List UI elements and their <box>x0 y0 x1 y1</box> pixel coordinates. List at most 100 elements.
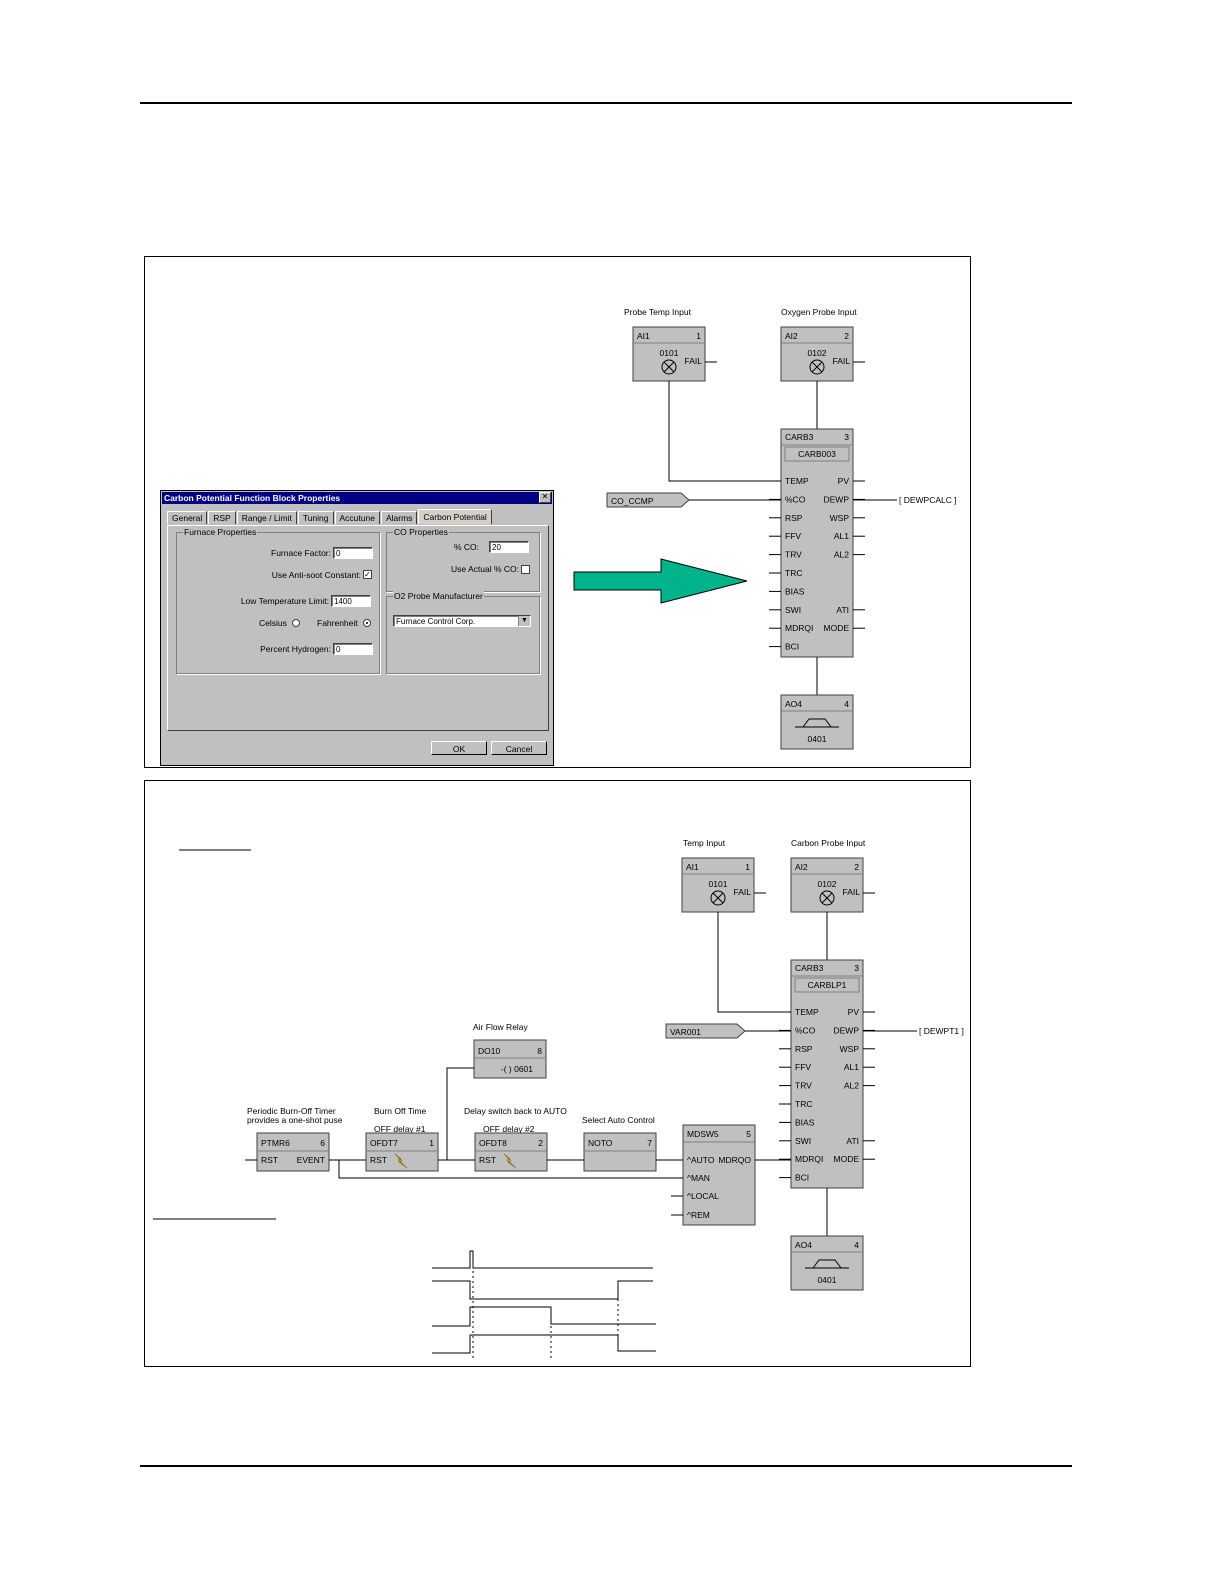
tab-range-limit[interactable]: Range / Limit <box>236 511 297 524</box>
close-icon[interactable]: ✕ <box>539 492 551 503</box>
cancel-button[interactable]: Cancel <box>491 741 547 755</box>
o2-probe-select[interactable]: Furnace Control Corp. ▼ <box>393 615 531 627</box>
carb-pin-label: FFV <box>785 531 801 541</box>
noto-block[interactable]: NOTO 7 <box>583 1132 657 1172</box>
mdsw5-out-mdrqo: MDRQO <box>718 1155 751 1165</box>
carb-pin-label: TEMP <box>785 476 809 486</box>
ai1-name: AI1 <box>686 862 699 872</box>
carb-name: CARB3 <box>785 432 814 442</box>
fahrenheit-radio[interactable] <box>363 619 371 627</box>
ai1-num: 1 <box>745 862 750 872</box>
ofdt7-pin-rst: RST <box>370 1155 387 1165</box>
carb-tag: CARB003 <box>798 449 836 459</box>
ai2-name: AI2 <box>785 331 798 341</box>
green-arrow-icon <box>573 558 748 604</box>
label-carbon-probe-input: Carbon Probe Input <box>791 838 866 848</box>
tab-carbon-potential[interactable]: Carbon Potential <box>418 509 492 524</box>
carb-pin-label: TRV <box>785 550 802 560</box>
use-actual-co-label: Use Actual % CO: <box>450 564 519 574</box>
ai2-block[interactable]: AI2 2 0102 FAIL <box>780 326 865 382</box>
input-tag-text: CO_CCMP <box>611 496 654 506</box>
ai2-block[interactable]: AI2 2 0102 FAIL <box>790 857 875 913</box>
ofdt8-name: OFDT8 <box>479 1138 507 1148</box>
carb-block[interactable]: CARB3 3 CARBLP1 TEMP%CORSPFFVTRVTRCBIASS… <box>779 959 875 1189</box>
furnace-group-label: Furnace Properties <box>183 527 258 537</box>
furnace-factor-label: Furnace Factor: <box>271 548 331 558</box>
percent-hydrogen-field[interactable]: 0 <box>333 643 373 655</box>
label-air-flow-relay: Air Flow Relay <box>473 1022 529 1032</box>
label-temp-input: Temp Input <box>683 838 726 848</box>
carb-pin-label: %CO <box>795 1025 816 1035</box>
carb-pin-label: PV <box>848 1007 860 1017</box>
tab-accutune[interactable]: Accutune <box>334 511 380 524</box>
input-tag-var001[interactable]: VAR001 <box>665 1023 746 1039</box>
carb-pin-label: AL2 <box>844 1081 859 1091</box>
do10-block[interactable]: DO10 8 -( ) 0601 <box>473 1039 547 1079</box>
carb-pin-label: SWI <box>785 605 801 615</box>
ofdt8-block[interactable]: OFDT8 2 RST <box>474 1132 548 1172</box>
figure-2-panel: Temp Input Carbon Probe Input Air Flow R… <box>144 780 971 1367</box>
carb-pin-label: TRC <box>795 1099 812 1109</box>
ok-button[interactable]: OK <box>431 741 487 755</box>
chevron-down-icon[interactable]: ▼ <box>518 616 530 626</box>
header-rule <box>140 102 1072 104</box>
timing-diagram <box>432 1250 656 1361</box>
ofdt7-block[interactable]: OFDT7 1 RST <box>365 1132 439 1172</box>
carb-pin-label: BIAS <box>785 586 805 596</box>
do10-name: DO10 <box>478 1046 500 1056</box>
ao4-block[interactable]: AO4 4 0401 <box>780 694 854 750</box>
do10-num: 8 <box>537 1046 542 1056</box>
ao4-block[interactable]: AO4 4 0401 <box>790 1235 864 1291</box>
ai2-addr: 0102 <box>818 879 837 889</box>
ai2-fail: FAIL <box>843 887 861 897</box>
tab-alarms[interactable]: Alarms <box>380 511 418 524</box>
label-delay-switch: Delay switch back to AUTO <box>464 1106 567 1116</box>
mdsw5-pin-rem: ^REM <box>687 1210 710 1220</box>
low-temp-field[interactable]: 1400 <box>331 595 371 607</box>
mdsw5-pin-auto: ^AUTO <box>687 1155 715 1165</box>
tab-general[interactable]: General <box>167 511 208 524</box>
label-select-auto: Select Auto Control <box>582 1115 655 1125</box>
ai1-block[interactable]: AI1 1 0101 FAIL <box>632 326 717 382</box>
ai1-addr: 0101 <box>660 348 679 358</box>
carb-pin-label: BCI <box>785 642 799 652</box>
wire-ai1-to-temp <box>717 912 791 1013</box>
ai2-num: 2 <box>844 331 849 341</box>
carb-pin-label: MODE <box>834 1154 860 1164</box>
dialog-title: Carbon Potential Function Block Properti… <box>162 492 552 504</box>
noto-num: 7 <box>647 1138 652 1148</box>
label-periodic-2: provides a one-shot puse <box>247 1115 343 1125</box>
o2-probe-value: Furnace Control Corp. <box>396 617 476 626</box>
percent-hydrogen-label: Percent Hydrogen: <box>260 644 331 654</box>
carb-pin-label: RSP <box>795 1044 813 1054</box>
mdsw5-pin-local: ^LOCAL <box>687 1191 719 1201</box>
carb-block[interactable]: CARB3 3 CARB003 TEMP%CORSPFFVTRVTRCBIASS… <box>769 428 865 658</box>
ai1-block[interactable]: AI1 1 0101 FAIL <box>681 857 766 913</box>
anti-soot-checkbox[interactable]: ✓ <box>363 570 372 579</box>
carb-tag: CARBLP1 <box>808 980 847 990</box>
ai1-name: AI1 <box>637 331 650 341</box>
celsius-radio[interactable] <box>292 619 300 627</box>
co-field[interactable]: 20 <box>489 541 529 553</box>
carb-pin-label: MDRQI <box>795 1154 823 1164</box>
use-actual-co-checkbox[interactable] <box>521 565 530 574</box>
input-tag-co-ccmp[interactable]: CO_CCMP <box>606 492 690 508</box>
ofdt8-lightning-icon <box>503 1153 517 1169</box>
wire-ofdt7-to-do10 <box>446 1067 474 1160</box>
celsius-label: Celsius <box>259 618 287 628</box>
co-group-label: CO Properties <box>393 527 449 537</box>
ai2-sensor-icon <box>809 359 825 375</box>
tab-tuning[interactable]: Tuning <box>297 511 334 524</box>
tab-rsp[interactable]: RSP <box>208 511 236 524</box>
ptmr6-block[interactable]: PTMR6 6 RST EVENT <box>256 1132 330 1172</box>
carb-pin-label: WSP <box>840 1044 860 1054</box>
mdsw5-block[interactable]: MDSW5 5 ^AUTO ^MAN ^LOCAL ^REM MDRQO <box>682 1124 756 1226</box>
ofdt7-note: OFF delay #1 <box>374 1124 426 1134</box>
carb-pin-label: TEMP <box>795 1007 819 1017</box>
carb-pin-label: TRC <box>785 568 802 578</box>
ofdt7-name: OFDT7 <box>370 1138 398 1148</box>
ptmr6-pin-rst: RST <box>261 1155 278 1165</box>
furnace-factor-field[interactable]: 0 <box>333 547 373 559</box>
carb-pin-label: AL1 <box>844 1062 859 1072</box>
ai2-sensor-icon <box>819 890 835 906</box>
